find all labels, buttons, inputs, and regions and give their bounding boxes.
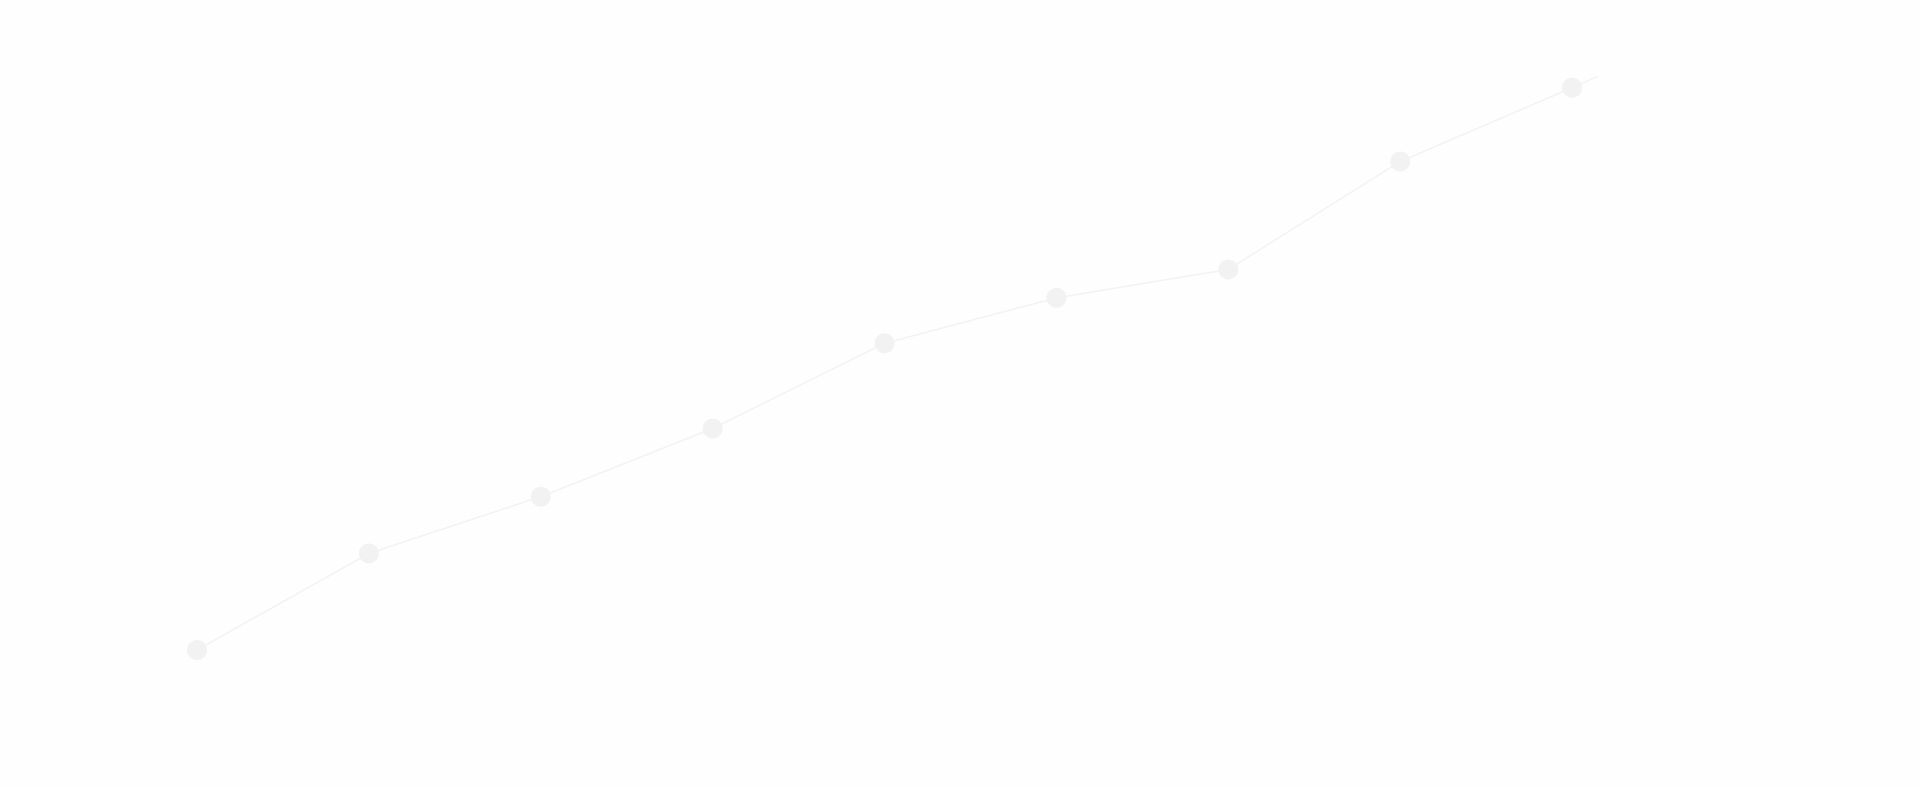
data-point xyxy=(187,640,207,660)
data-point xyxy=(1562,77,1583,98)
data-point xyxy=(1218,259,1239,280)
data-point xyxy=(702,418,723,439)
series-line xyxy=(196,75,1599,651)
data-point xyxy=(1046,287,1067,308)
data-point xyxy=(874,333,895,354)
series-line-layer xyxy=(196,75,1599,651)
data-point xyxy=(530,486,551,507)
data-point xyxy=(358,543,379,564)
data-point xyxy=(1390,151,1411,172)
data-point-layer xyxy=(187,77,1583,660)
